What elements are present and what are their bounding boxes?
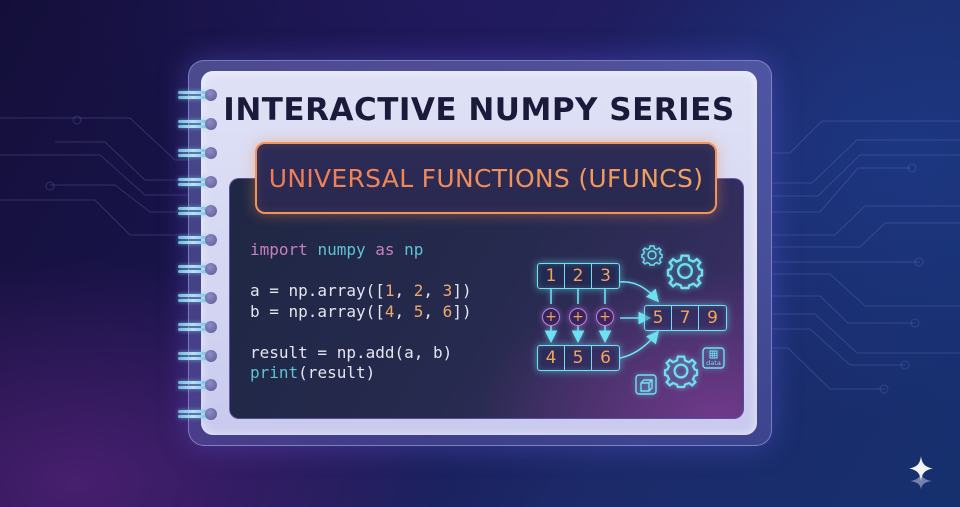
result-cell: 7 — [672, 306, 699, 330]
result-cell: 5 — [645, 306, 672, 330]
code-line: print(result) — [250, 363, 472, 384]
code-token: 2 — [413, 281, 424, 300]
data-icon — [702, 347, 725, 369]
spiral-ring-icon — [178, 88, 218, 102]
gear-bottom-icon — [663, 355, 699, 389]
gear-large-icon — [666, 254, 704, 290]
spiral-ring-icon — [178, 117, 218, 131]
code-token: print — [250, 363, 299, 382]
subtitle-banner: UNIVERSAL FUNCTIONS (UFUNCS) — [255, 142, 717, 214]
code-token: ]) — [452, 281, 472, 300]
spiral-ring-icon — [178, 291, 218, 305]
diagram-connectors: data — [544, 245, 725, 395]
spiral-ring-icon — [178, 175, 218, 189]
code-token: b = np.array([ — [250, 301, 385, 321]
code-token: (result) — [298, 363, 376, 382]
array-a-cell: 1 — [538, 264, 565, 288]
code-token: import — [250, 240, 308, 259]
plus-operator-icon: + — [542, 308, 560, 326]
spiral-ring-icon — [178, 262, 218, 276]
code-token: , — [423, 281, 443, 300]
code-token: , — [394, 281, 414, 300]
code-token: 5 — [413, 301, 424, 321]
result-array: 5 7 9 — [644, 305, 727, 331]
code-line — [250, 261, 472, 282]
code-token — [366, 240, 376, 259]
code-line: a = np.array([1, 2, 3]) — [250, 281, 472, 302]
code-token: as — [375, 240, 395, 259]
cube-icon — [635, 374, 657, 395]
code-token: 6 — [442, 301, 453, 321]
code-token: , — [423, 301, 443, 321]
data-icon-label: data — [706, 359, 721, 367]
spiral-ring-icon — [178, 204, 218, 218]
code-line — [250, 322, 472, 343]
code-token: 1 — [384, 281, 395, 300]
array-a-cell: 2 — [565, 264, 592, 288]
array-a-cell: 3 — [600, 266, 611, 286]
code-block: import numpy as np a = np.array([1, 2, 3… — [250, 240, 472, 384]
plus-operator-icon: + — [596, 308, 614, 326]
code-token: 4 — [384, 301, 395, 321]
array-b-cell: 6 — [600, 348, 611, 368]
code-token: , — [394, 301, 414, 321]
sparkle-icon — [909, 456, 933, 489]
subtitle-text: UNIVERSAL FUNCTIONS (UFUNCS) — [268, 163, 704, 193]
array-b-cell: 4 — [538, 346, 565, 370]
code-line: result = np.add(a, b) — [250, 343, 472, 364]
page-title: INTERACTIVE NUMPY SERIES — [223, 92, 735, 128]
code-token: result = np.add(a, b) — [250, 342, 453, 362]
ufunc-diagram: data 1 2 3 + + + 4 5 6 5 7 9 — [520, 230, 740, 410]
spiral-ring-icon — [178, 233, 218, 247]
array-b-cell: 5 — [565, 346, 592, 370]
result-cell: 9 — [707, 308, 718, 328]
spiral-ring-icon — [178, 378, 218, 392]
spiral-ring-icon — [178, 349, 218, 363]
array-a: 1 2 3 — [537, 263, 620, 289]
code-token: numpy — [317, 240, 366, 259]
code-token: 3 — [442, 281, 453, 300]
spiral-ring-icon — [178, 407, 218, 421]
code-line: import numpy as np — [250, 240, 472, 261]
code-token: np — [404, 240, 424, 259]
plus-operator-icon: + — [569, 308, 587, 326]
code-token: ]) — [452, 301, 472, 321]
array-b: 4 5 6 — [537, 345, 620, 371]
spiral-ring-icon — [178, 146, 218, 160]
code-token: a = np.array([ — [250, 281, 385, 300]
code-token — [308, 240, 318, 259]
spiral-ring-icon — [178, 320, 218, 334]
gear-small-icon — [641, 245, 663, 266]
code-token — [395, 240, 405, 259]
code-line: b = np.array([4, 5, 6]) — [250, 302, 472, 323]
